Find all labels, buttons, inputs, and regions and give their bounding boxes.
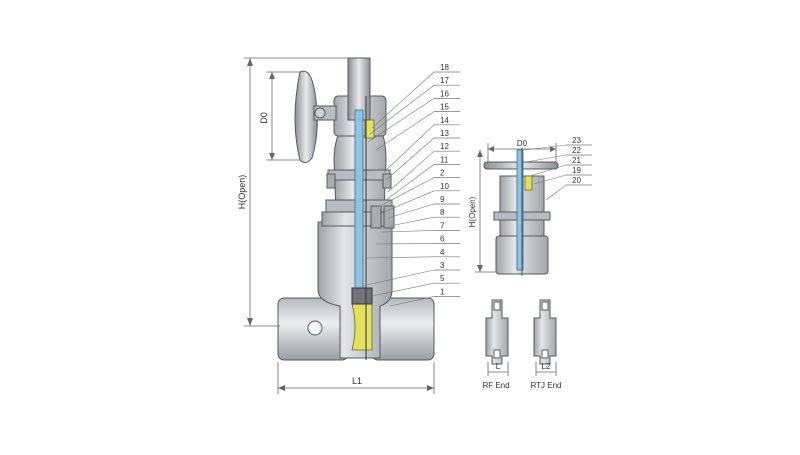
main-part-label: 7 [440, 221, 445, 230]
gear-part-label: 20 [572, 176, 581, 185]
rf-end-view [486, 300, 508, 364]
main-part-leader [386, 138, 434, 180]
main-part-label: 13 [440, 129, 449, 138]
gear-part-leader [546, 185, 566, 200]
label-rf-dim: L [496, 362, 501, 371]
pipe-end-right [372, 298, 434, 360]
main-part-label: 17 [440, 76, 449, 85]
main-part-label: 4 [440, 248, 445, 257]
caption-rf-end: RF End [482, 381, 509, 390]
main-part-label: 9 [440, 195, 445, 204]
gear-part-label: 19 [572, 166, 581, 175]
main-part-label: 5 [440, 274, 445, 283]
main-part-label: 18 [440, 63, 449, 72]
gear-part-leader [526, 155, 566, 162]
main-part-label: 10 [440, 182, 449, 191]
main-part-leader [390, 217, 434, 226]
label-height-main: H(Open) [237, 175, 247, 210]
main-part-leader [384, 125, 434, 172]
main-part-leader [388, 151, 434, 192]
main-part-label: 15 [440, 103, 449, 112]
gear-part-label: 21 [572, 156, 581, 165]
label-d0-main: D0 [259, 112, 269, 124]
wedge [352, 288, 372, 304]
gear-valve [484, 148, 558, 276]
gear-part-label: 22 [572, 146, 581, 155]
seat-ring [352, 304, 372, 350]
main-part-label: 3 [440, 261, 445, 270]
main-part-label: 14 [440, 116, 449, 125]
main-part-label: 2 [440, 169, 445, 178]
label-d0-gear: D0 [517, 139, 528, 148]
label-length-main: L1 [352, 376, 362, 386]
valve-stem [355, 110, 363, 295]
main-part-label: 11 [440, 155, 449, 164]
main-part-label: 16 [440, 89, 449, 98]
main-part-label: 8 [440, 208, 445, 217]
handwheel[interactable] [295, 71, 336, 162]
main-part-label: 12 [440, 142, 449, 151]
main-part-leader [386, 164, 434, 200]
port-hole [308, 321, 322, 335]
rtj-end-view [534, 300, 556, 364]
main-part-label: 6 [440, 235, 445, 244]
label-rtj-dim: L2 [542, 362, 551, 371]
main-part-label: 1 [440, 287, 445, 296]
gear-packing [525, 176, 532, 190]
gear-part-label: 23 [572, 136, 581, 145]
label-height-gear: H(Open) [468, 196, 477, 227]
caption-rtj-end: RTJ End [531, 381, 562, 390]
main-part-leader [388, 204, 434, 218]
